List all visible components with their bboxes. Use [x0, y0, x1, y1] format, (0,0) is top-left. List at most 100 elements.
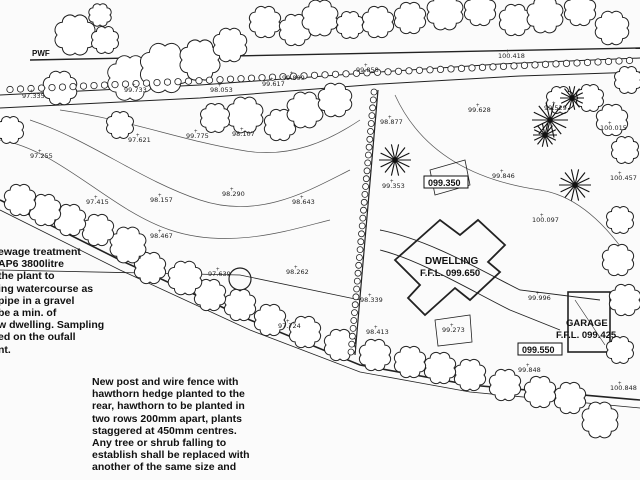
hedge-plant	[362, 175, 370, 183]
hedge-plant	[153, 79, 161, 87]
tree-canopy	[614, 66, 640, 94]
hedge-plant	[351, 309, 358, 317]
spot-level: 99.628	[468, 106, 491, 114]
spot-level-marker: +	[218, 83, 222, 89]
spot-level-marker: +	[294, 265, 298, 271]
tree-canopy	[88, 3, 112, 27]
hedge-plant	[369, 96, 377, 104]
access-drive-2	[379, 249, 561, 331]
tree-canopy	[248, 5, 282, 39]
spot-level: 98.107	[232, 130, 255, 138]
hedge-plant	[348, 340, 356, 348]
spot-level: 99.848	[518, 366, 541, 374]
tree-canopy	[463, 0, 497, 27]
spot-level-marker: +	[290, 71, 294, 77]
tree-canopy	[133, 251, 167, 285]
tree-canopy	[595, 103, 629, 137]
hedge-plant	[142, 79, 151, 87]
hedge-plant	[520, 61, 529, 70]
hedge-plant	[16, 85, 25, 93]
spot-level-marker: +	[38, 149, 42, 155]
hedge-plant	[174, 78, 182, 86]
hedge-plant	[310, 71, 319, 79]
spot-level: 100.457	[610, 174, 637, 182]
spot-level: 97.621	[128, 136, 151, 144]
hedge-plant	[163, 78, 172, 86]
spot-level-marker: +	[30, 89, 34, 95]
tree-canopy	[286, 91, 324, 129]
hedge-plant	[573, 59, 581, 67]
hedge-plant	[552, 60, 560, 68]
spot-level-marker: +	[158, 229, 162, 235]
hedge-plant	[457, 64, 466, 73]
spot-level: 100.848	[610, 384, 637, 392]
hedge-plant	[226, 75, 235, 83]
hedge-plant	[468, 64, 476, 72]
tree-canopy	[606, 336, 634, 364]
hedge-plant	[489, 63, 497, 71]
hedge-plant	[352, 69, 361, 77]
spot-level: 98.053	[210, 86, 233, 94]
hedge-plant	[132, 80, 140, 88]
hedge-plant	[354, 269, 362, 277]
access-drive	[379, 229, 601, 301]
hedge-plant	[268, 73, 277, 81]
contour-line	[29, 119, 351, 207]
spot-level-marker: +	[158, 193, 162, 199]
tree-canopy	[361, 5, 395, 39]
tree-canopy	[317, 82, 353, 118]
spot-level-marker: +	[608, 121, 612, 127]
hedge-plant	[342, 70, 350, 78]
tree-canopy	[393, 345, 427, 379]
sewage-treatment-note: ewage treatment AP6 3800litre the plant …	[0, 246, 105, 356]
hedge-plant	[426, 66, 434, 74]
hedge-plant	[300, 72, 308, 80]
hedge-plant	[237, 75, 245, 83]
tree-canopy	[488, 368, 522, 402]
tree-canopy	[167, 260, 203, 296]
contour-line	[394, 94, 631, 261]
spot-level-marker: +	[286, 319, 290, 325]
spot-level: 99.858	[356, 66, 379, 74]
spot-level-marker: +	[540, 213, 544, 219]
spot-level: 98.290	[222, 190, 245, 198]
hedge-plant	[347, 348, 355, 356]
hedge-plant	[583, 58, 592, 67]
box-level-b: 099.550	[517, 342, 563, 356]
spot-level-marker: +	[552, 101, 556, 107]
hedge-plant	[350, 317, 358, 324]
hedge-plant	[499, 62, 508, 71]
box-level-a: 099.350	[423, 175, 469, 189]
hedge-plant	[365, 143, 373, 151]
hedge-plant	[353, 277, 361, 285]
tree-canopy	[498, 3, 532, 37]
hedge-plant	[100, 81, 109, 89]
hedge-plant	[359, 214, 367, 222]
tree-canopy	[608, 283, 640, 317]
tree-canopy	[336, 11, 364, 39]
hedge-plant	[562, 59, 571, 68]
conifer-tree	[560, 86, 584, 110]
hedge-plant	[447, 65, 455, 73]
hedge-plant	[27, 84, 35, 93]
tree-canopy	[393, 1, 427, 35]
tree-canopy	[358, 338, 392, 372]
hedge-plant	[69, 83, 77, 91]
tree-canopy	[3, 183, 37, 217]
tree-canopy	[91, 26, 119, 54]
pwf-label: PWF	[32, 49, 50, 58]
hedge-plant	[352, 293, 360, 301]
hedge-plant	[356, 246, 364, 254]
spot-level-marker: +	[618, 171, 622, 177]
hedge-plant	[353, 285, 361, 293]
tree-canopy	[0, 116, 24, 144]
spot-level-marker: +	[194, 129, 198, 135]
spot-level: 97.724	[278, 322, 301, 330]
spot-level: 98.877	[380, 118, 403, 126]
hedge-plant	[48, 84, 56, 92]
fence-planting-note: New post and wire fence with hawthorn he…	[92, 376, 250, 474]
tree-canopy	[606, 206, 634, 234]
spot-level-marker: +	[240, 127, 244, 133]
hedge-plant	[37, 84, 46, 92]
